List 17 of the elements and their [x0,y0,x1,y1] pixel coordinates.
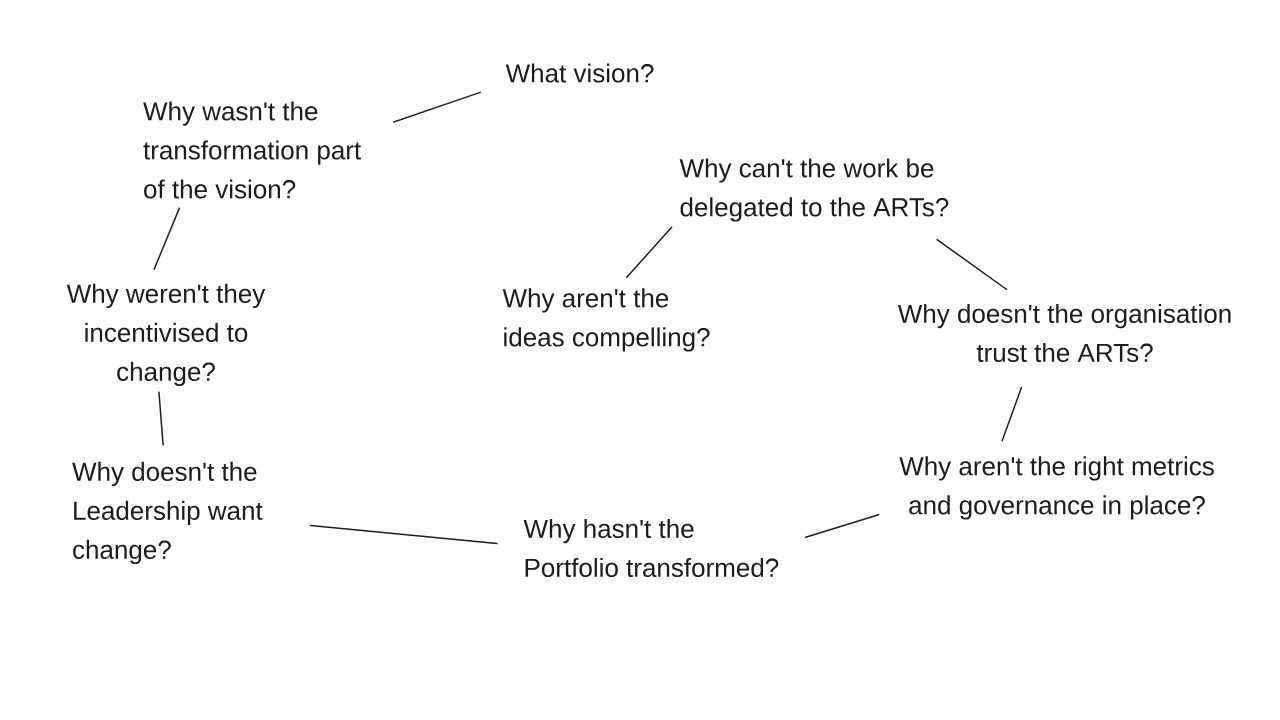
question-text: Why aren't the right metrics and governance in place? [899,456,1214,520]
question-text: Why hasn't the Portfolio transformed? [523,518,779,578]
question-text: Why wasn't the transformation part of the vision? [143,101,361,199]
question-text: Why aren't the ideas compelling? [502,288,710,352]
connector-line [153,207,181,270]
connector-line [626,226,673,278]
question-text: Why doesn't the organisation trust the ARTs? [897,303,1231,363]
question-text: Why can't the work be delegated to the ARTs? [679,158,949,222]
question-text: What vision? [505,63,654,83]
question-text: Why weren't they incentivised to change? [66,283,266,387]
connector-line [1001,387,1023,442]
connector-line [393,91,481,123]
question-text: Why doesn't the Leadership want change? [72,461,263,565]
connector-line [804,513,880,539]
connector-line [936,238,1008,290]
connector-line [309,524,498,545]
connector-line [158,391,164,446]
